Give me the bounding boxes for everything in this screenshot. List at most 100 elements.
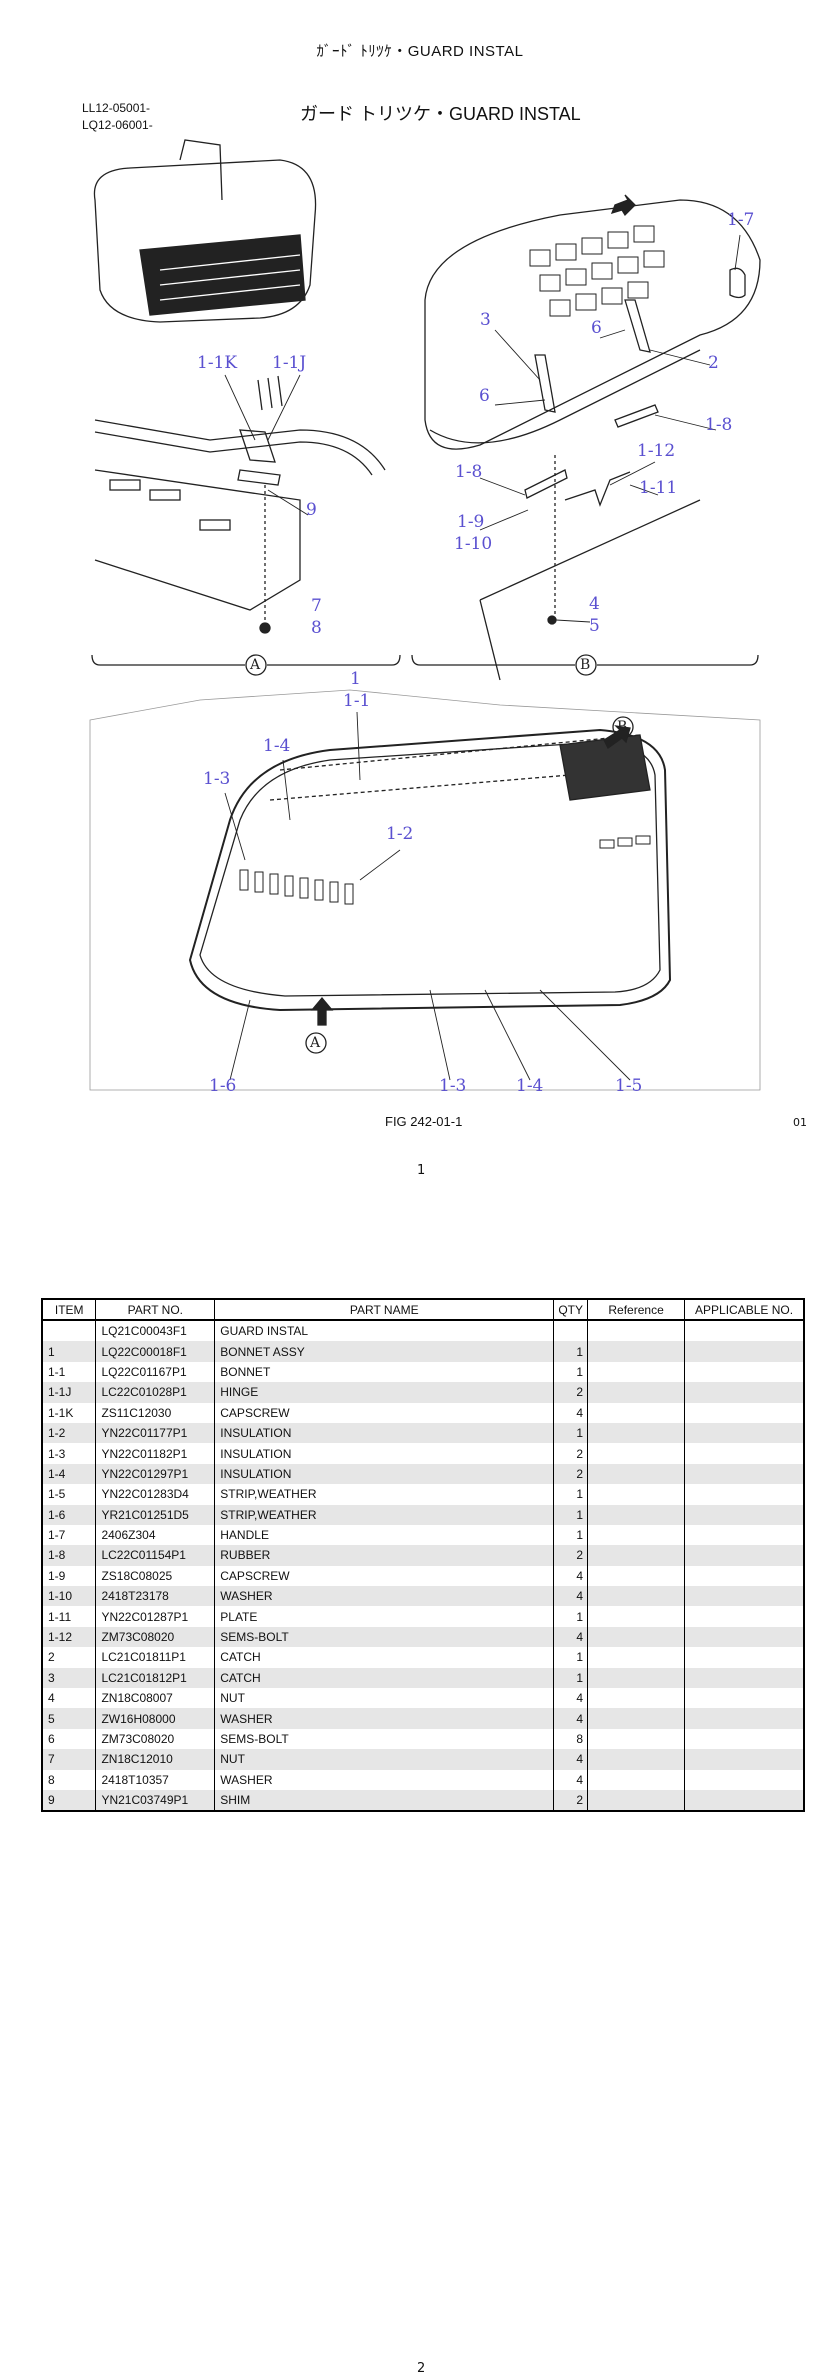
item-cell: 1-5: [41, 1484, 97, 1505]
machine-overview-illustration: [93, 139, 317, 323]
applicable-no-cell: [684, 1382, 805, 1403]
part-name-cell: PLATE: [214, 1606, 555, 1627]
part-name-cell: RUBBER: [214, 1545, 555, 1566]
part-no-cell: ZN18C08007: [95, 1688, 216, 1709]
reference-cell: [587, 1565, 686, 1587]
item-cell: 7: [41, 1749, 97, 1770]
reference-cell: [587, 1443, 686, 1464]
part-name-cell: WASHER: [214, 1769, 555, 1790]
applicable-no-cell: [684, 1769, 805, 1790]
main-assembly-illustration: [89, 689, 761, 1091]
reference-cell: [587, 1402, 686, 1423]
part-name-cell: HINGE: [214, 1382, 555, 1403]
callout-label: 1-6: [209, 1076, 237, 1096]
part-name-cell: NUT: [214, 1749, 555, 1770]
qty-cell: 1: [553, 1422, 589, 1444]
applicable-no-cell: [684, 1749, 805, 1770]
qty-cell: 1: [553, 1361, 589, 1383]
reference-cell: [587, 1484, 686, 1505]
part-no-cell: LC22C01154P1: [95, 1545, 216, 1566]
applicable-no-cell: [684, 1422, 805, 1444]
part-no-cell: LQ22C01167P1: [95, 1361, 216, 1383]
applicable-no-cell: [684, 1565, 805, 1587]
applicable-no-cell: [684, 1728, 805, 1750]
part-no-cell: YN22C01287P1: [95, 1606, 216, 1627]
view-a-marker: A: [310, 1035, 321, 1051]
reference-cell: [587, 1749, 686, 1770]
applicable-no-cell: [684, 1463, 805, 1485]
callout-label: 1-4: [263, 736, 291, 756]
callout-label: 1-7: [727, 210, 755, 230]
serial-code: LQ12-06001-: [82, 118, 153, 132]
item-cell: 3: [41, 1667, 97, 1689]
callout-label: 6: [591, 318, 602, 338]
callout-label: 1-3: [203, 769, 231, 789]
part-name-cell: GUARD INSTAL: [214, 1320, 555, 1342]
part-no-cell: LC21C01811P1: [95, 1647, 216, 1668]
qty-cell: 4: [553, 1769, 589, 1790]
applicable-no-cell: [684, 1688, 805, 1709]
qty-cell: 4: [553, 1688, 589, 1709]
item-cell: 1-4: [41, 1463, 97, 1485]
reference-cell: [587, 1789, 686, 1812]
part-no-cell: YN22C01177P1: [95, 1422, 216, 1444]
part-no-cell: LQ22C00018F1: [95, 1341, 216, 1362]
table-header-row: ITEM PART NO. PART NAME QTY Reference AP…: [41, 1298, 805, 1321]
part-no-cell: ZW16H08000: [95, 1708, 216, 1729]
callout-label: 8: [311, 618, 322, 638]
view-a-marker: A: [250, 657, 261, 673]
callout-label: 6: [479, 386, 490, 406]
reference-cell: [587, 1667, 686, 1689]
serial-codes: LL12-05001- LQ12-06001-: [82, 100, 153, 134]
qty-cell: 2: [553, 1382, 589, 1403]
item-cell: 1-12: [41, 1626, 97, 1648]
callout-label: 2: [708, 353, 719, 373]
reference-cell: [587, 1422, 686, 1444]
item-cell: 1-3: [41, 1443, 97, 1464]
detail-view-a-illustration: [94, 375, 386, 634]
view-b-marker: B: [617, 719, 628, 735]
figure-suffix: 01: [793, 1116, 807, 1129]
reference-cell: [587, 1361, 686, 1383]
reference-cell: [587, 1586, 686, 1607]
col-part-name: PART NAME: [214, 1298, 555, 1321]
part-name-cell: SEMS-BOLT: [214, 1626, 555, 1648]
callout-label: 1-10: [454, 534, 493, 554]
page-number: 1: [417, 1163, 426, 1178]
callout-label: 9: [306, 500, 317, 520]
reference-cell: [587, 1647, 686, 1668]
view-b-marker: B: [580, 657, 591, 673]
part-no-cell: YN22C01297P1: [95, 1463, 216, 1485]
part-no-cell: ZM73C08020: [95, 1728, 216, 1750]
callout-label: 3: [480, 310, 491, 330]
part-name-cell: STRIP,WEATHER: [214, 1504, 555, 1525]
part-name-cell: INSULATION: [214, 1443, 555, 1464]
item-cell: 1-11: [41, 1606, 97, 1627]
applicable-no-cell: [684, 1667, 805, 1689]
reference-cell: [587, 1382, 686, 1403]
applicable-no-cell: [684, 1320, 805, 1342]
reference-cell: [587, 1524, 686, 1546]
part-no-cell: YN21C03749P1: [95, 1789, 216, 1812]
item-cell: 2: [41, 1647, 97, 1668]
applicable-no-cell: [684, 1524, 805, 1546]
page-number: 2: [417, 2361, 426, 2376]
callout-label: 1-1K: [197, 353, 238, 373]
item-cell: 5: [41, 1708, 97, 1729]
item-cell: 1-10: [41, 1586, 97, 1607]
part-name-cell: HANDLE: [214, 1524, 555, 1546]
figure-number: FIG 242-01-1: [385, 1114, 463, 1129]
